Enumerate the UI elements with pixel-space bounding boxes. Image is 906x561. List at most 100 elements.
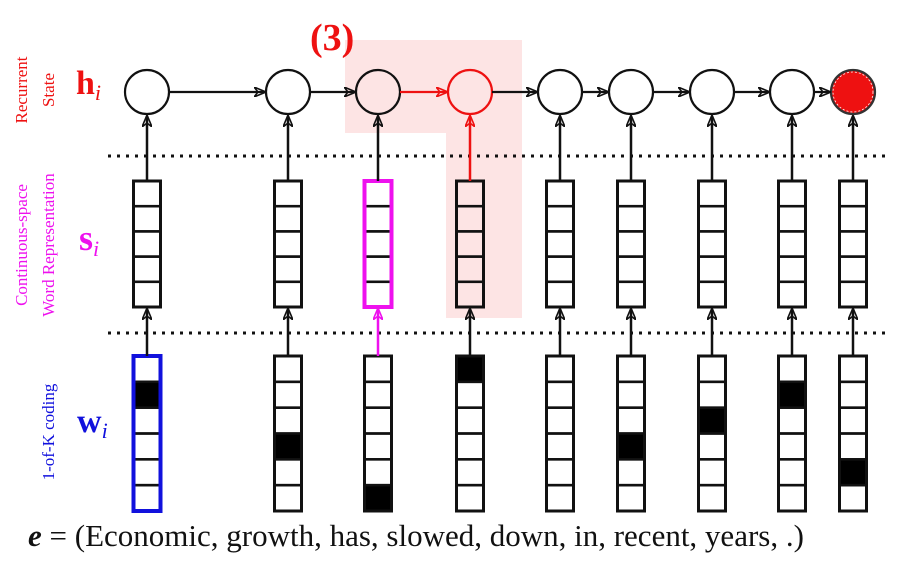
onehot-vector bbox=[273, 354, 303, 513]
onehot-cell bbox=[455, 432, 485, 461]
embedding-vector bbox=[838, 179, 868, 309]
embedding-vector-border bbox=[545, 179, 575, 309]
word-column-5 bbox=[607, 68, 655, 513]
embedding-cell bbox=[363, 255, 393, 284]
embedding-cell bbox=[838, 280, 868, 309]
embedding-cell bbox=[697, 179, 727, 208]
hidden-state-node bbox=[123, 68, 171, 116]
embedding-cell bbox=[838, 179, 868, 208]
onehot-cell bbox=[132, 458, 162, 487]
onehot-cell bbox=[132, 406, 162, 435]
onehot-cell bbox=[616, 458, 646, 487]
sentence-caption: e = (Economic, growth, has, slowed, down… bbox=[28, 518, 804, 554]
embedding-vector-border bbox=[697, 179, 727, 309]
embedding-cell bbox=[545, 230, 575, 258]
step-marker: (3) bbox=[310, 17, 354, 59]
embedding-vector bbox=[132, 179, 162, 309]
embedding-cell bbox=[838, 255, 868, 284]
onehot-cell bbox=[545, 432, 575, 461]
onehot-cell bbox=[363, 406, 393, 435]
onehot-cell bbox=[545, 483, 575, 513]
onehot-cell-active bbox=[132, 380, 162, 409]
embedding-cell bbox=[545, 280, 575, 309]
embedding-cell bbox=[616, 230, 646, 258]
onehot-cell bbox=[838, 483, 868, 513]
embedding-layer-label: Continuous-space Word Representation si bbox=[12, 173, 99, 317]
hidden-layer-description-line2: State bbox=[39, 73, 58, 107]
onehot-cell-active bbox=[616, 432, 646, 461]
onehot-cell bbox=[838, 432, 868, 461]
onehot-cell bbox=[616, 354, 646, 384]
onehot-cell bbox=[455, 483, 485, 513]
embedding-vector bbox=[697, 179, 727, 309]
onehot-cell bbox=[273, 483, 303, 513]
embedding-cell bbox=[132, 179, 162, 208]
hidden-state-node bbox=[829, 68, 877, 116]
onehot-cell bbox=[455, 458, 485, 487]
onehot-cell bbox=[697, 380, 727, 409]
embedding-cell bbox=[545, 204, 575, 233]
embedding-cell bbox=[697, 280, 727, 309]
onehot-cell-active bbox=[455, 354, 485, 384]
onehot-cell bbox=[838, 406, 868, 435]
embedding-cell bbox=[545, 179, 575, 208]
embedding-cell bbox=[273, 204, 303, 233]
hidden-state-node bbox=[768, 68, 816, 116]
onehot-vector bbox=[455, 354, 485, 513]
onehot-cell bbox=[545, 380, 575, 409]
onehot-cell bbox=[616, 483, 646, 513]
onehot-cell bbox=[777, 458, 807, 487]
onehot-cell bbox=[616, 380, 646, 409]
hidden-layer-label: Recurrent State hi bbox=[12, 56, 101, 123]
embedding-cell bbox=[132, 280, 162, 309]
embedding-cell bbox=[838, 230, 868, 258]
onehot-cell-active bbox=[838, 458, 868, 487]
embedding-vector bbox=[273, 179, 303, 309]
onehot-vector bbox=[363, 354, 393, 513]
onehot-cell bbox=[697, 458, 727, 487]
onehot-cell-active bbox=[777, 380, 807, 409]
sentence-variable: e bbox=[28, 518, 42, 553]
hidden-state-node bbox=[688, 68, 736, 116]
embedding-layer-symbol: si bbox=[79, 218, 99, 261]
embedding-vector-border bbox=[273, 179, 303, 309]
embedding-cell bbox=[132, 255, 162, 284]
word-column-7 bbox=[768, 68, 816, 513]
embedding-layer-description-line1: Continuous-space bbox=[12, 184, 31, 306]
embedding-vector bbox=[362, 179, 394, 309]
hidden-layer-symbol: hi bbox=[76, 65, 101, 105]
onehot-vector bbox=[697, 354, 727, 513]
onehot-cell bbox=[363, 380, 393, 409]
word-column-8 bbox=[829, 68, 877, 513]
onehot-cell-active bbox=[697, 406, 727, 435]
onehot-cell-active bbox=[363, 483, 393, 513]
onehot-vector bbox=[616, 354, 646, 513]
hidden-state-node bbox=[536, 68, 584, 116]
word-columns bbox=[123, 68, 877, 513]
embedding-vector-border bbox=[838, 179, 868, 309]
word-column-0 bbox=[123, 68, 171, 513]
embedding-vector-border bbox=[616, 179, 646, 309]
embedding-cell bbox=[273, 179, 303, 208]
word-column-1 bbox=[264, 68, 312, 513]
embedding-cell bbox=[132, 230, 162, 258]
embedding-cell bbox=[777, 255, 807, 284]
onehot-cell bbox=[697, 483, 727, 513]
equals-sign: = bbox=[41, 518, 75, 553]
embedding-layer-description-line2: Word Representation bbox=[39, 173, 58, 317]
embedding-cell bbox=[363, 230, 393, 258]
onehot-vector bbox=[838, 354, 868, 513]
onehot-cell bbox=[132, 483, 162, 513]
onehot-cell bbox=[363, 458, 393, 487]
onehot-cell bbox=[697, 354, 727, 384]
embedding-vector-border bbox=[362, 179, 394, 309]
onehot-cell bbox=[777, 354, 807, 384]
highlight-region bbox=[345, 40, 522, 318]
word-column-4 bbox=[536, 68, 584, 513]
onehot-cell bbox=[363, 432, 393, 461]
onehot-cell bbox=[273, 406, 303, 435]
onehot-cell bbox=[838, 380, 868, 409]
onehot-cell bbox=[545, 406, 575, 435]
onehot-cell bbox=[545, 354, 575, 384]
